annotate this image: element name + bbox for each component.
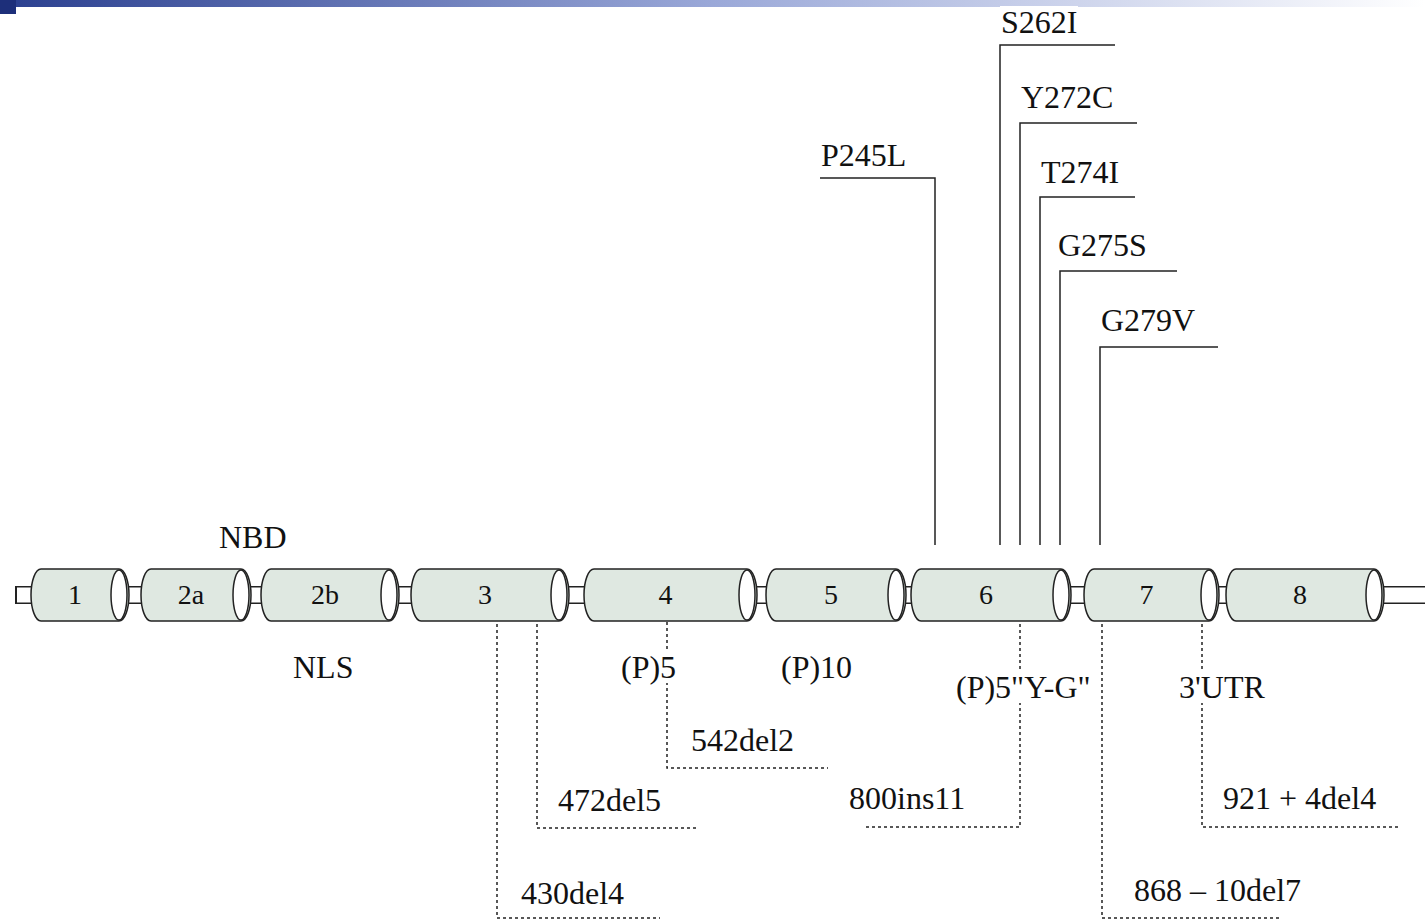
exon-cylinder: 5 bbox=[765, 568, 907, 622]
exon-cylinder: 6 bbox=[910, 568, 1072, 622]
exon-number: 2b bbox=[311, 581, 339, 609]
gene-label: 800ins11 bbox=[848, 782, 966, 814]
gene-label: Y272C bbox=[1020, 81, 1114, 113]
header-bar bbox=[0, 0, 1425, 7]
gene-label: 868 – 10del7 bbox=[1133, 874, 1302, 906]
gene-label: G275S bbox=[1057, 229, 1148, 261]
gene-label: NBD bbox=[218, 521, 288, 553]
exon-number: 8 bbox=[1293, 581, 1307, 609]
exon-number: 6 bbox=[979, 581, 993, 609]
deletion-leader bbox=[497, 606, 1400, 918]
exon-number: 7 bbox=[1140, 581, 1154, 609]
exon-cylinder: 8 bbox=[1225, 568, 1385, 622]
gene-label: 542del2 bbox=[690, 724, 795, 756]
exon-cylinder: 2b bbox=[260, 568, 400, 622]
gene-label: (P)5"Y-G" bbox=[955, 671, 1092, 703]
mutation-leader bbox=[820, 45, 1218, 545]
gene-label: 3'UTR bbox=[1178, 671, 1266, 703]
exon-number: 1 bbox=[68, 581, 82, 609]
exon-number: 5 bbox=[824, 581, 838, 609]
gene-label: S262I bbox=[1000, 6, 1078, 38]
gene-label: 430del4 bbox=[520, 877, 625, 909]
exon-number: 4 bbox=[659, 581, 673, 609]
exon-cylinder: 2a bbox=[140, 568, 252, 622]
exon-cylinder: 7 bbox=[1083, 568, 1220, 622]
gene-label: 472del5 bbox=[557, 784, 662, 816]
gene-label: P245L bbox=[820, 139, 907, 171]
gene-label: G279V bbox=[1100, 304, 1196, 336]
gene-label: (P)5 bbox=[620, 651, 677, 683]
header-mark bbox=[0, 0, 16, 14]
gene-label: (P)10 bbox=[780, 651, 853, 683]
exon-cylinder: 4 bbox=[583, 568, 758, 622]
gene-label: T274I bbox=[1040, 156, 1120, 188]
gene-label: NLS bbox=[292, 651, 354, 683]
exon-cylinder: 1 bbox=[30, 568, 130, 622]
exon-cylinder: 3 bbox=[410, 568, 570, 622]
exon-number: 3 bbox=[478, 581, 492, 609]
gene-label: 921 + 4del4 bbox=[1222, 782, 1377, 814]
exon-number: 2a bbox=[178, 581, 204, 609]
